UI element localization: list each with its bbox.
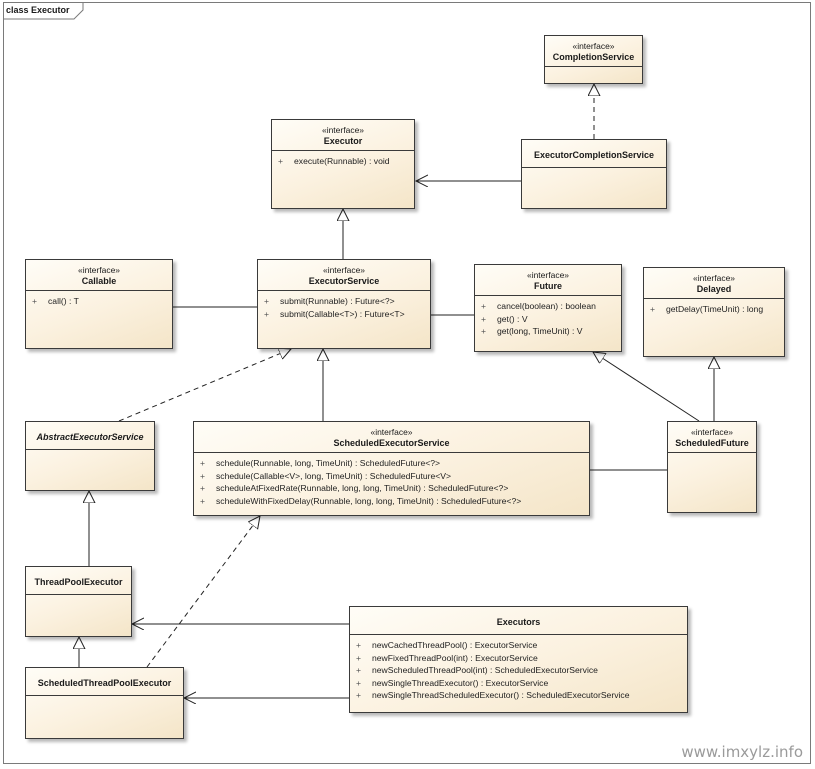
class-executor-service[interactable]: «interface» ExecutorService +submit(Runn… xyxy=(257,259,431,349)
operation: +get(long, TimeUnit) : V xyxy=(481,326,583,336)
stereotype-label: «interface» xyxy=(321,125,365,135)
class-completion-service[interactable]: «interface» CompletionService xyxy=(544,35,643,84)
stereotype-label: «interface» xyxy=(370,427,413,437)
stereotype-label: «interface» xyxy=(690,427,734,437)
operation: +submit(Callable<T>) : Future<T> xyxy=(264,308,405,319)
stereotype-label: «interface» xyxy=(526,270,570,280)
operation: +newSingleThreadExecutor() : ExecutorSer… xyxy=(356,677,549,688)
operation: +call() : T xyxy=(32,296,79,306)
class-scheduled-future[interactable]: «interface» ScheduledFuture xyxy=(667,421,757,513)
operation: +newFixedThreadPool(int) : ExecutorServi… xyxy=(356,652,538,663)
class-name: ThreadPoolExecutor xyxy=(34,577,123,587)
class-executor-completion-service[interactable]: ExecutorCompletionService xyxy=(521,139,667,209)
class-name: ExecutorCompletionService xyxy=(533,150,655,160)
class-delayed[interactable]: «interface» Delayed +getDelay(TimeUnit) … xyxy=(643,267,785,357)
operation: +schedule(Callable<V>, long, TimeUnit) :… xyxy=(200,470,452,481)
class-name: ScheduledFuture xyxy=(675,438,749,448)
class-executor[interactable]: «interface» Executor +execute(Runnable) … xyxy=(271,119,415,209)
operation: +get() : V xyxy=(481,313,528,324)
class-future[interactable]: «interface» Future +cancel(boolean) : bo… xyxy=(474,264,622,352)
operation: +getDelay(TimeUnit) : long xyxy=(650,304,764,314)
stereotype-label: «interface» xyxy=(572,41,615,51)
class-name: ScheduledThreadPoolExecutor xyxy=(37,678,172,688)
scheduledfuture-to-future xyxy=(593,352,700,422)
operation: +newSingleThreadScheduledExecutor() : Sc… xyxy=(356,690,630,700)
class-name: Callable xyxy=(81,276,117,286)
class-name: AbstractExecutorService xyxy=(36,432,144,442)
stereotype-label: «interface» xyxy=(77,265,121,275)
operation: +newScheduledThreadPool(int) : Scheduled… xyxy=(356,665,598,675)
frame-title: class Executor xyxy=(6,5,70,15)
stereotype-label: «interface» xyxy=(692,273,736,283)
stereotype-label: «interface» xyxy=(322,265,366,275)
operation: +schedule(Runnable, long, TimeUnit) : Sc… xyxy=(200,458,441,468)
operation: +submit(Runnable) : Future<?> xyxy=(264,296,395,306)
operation: +cancel(boolean) : boolean xyxy=(481,301,596,311)
class-name: ScheduledExecutorService xyxy=(333,438,450,448)
watermark-text: www.imxylz.info xyxy=(681,743,803,761)
operation: +scheduleAtFixedRate(Runnable, long, lon… xyxy=(200,483,509,493)
class-executors[interactable]: Executors +newCachedThreadPool() : Execu… xyxy=(349,606,688,713)
class-name: CompletionService xyxy=(552,52,635,62)
class-abstract-executor-service[interactable]: AbstractExecutorService xyxy=(25,421,155,491)
operation: +newCachedThreadPool() : ExecutorService xyxy=(356,640,538,650)
class-callable[interactable]: «interface» Callable +call() : T xyxy=(25,259,173,349)
class-name: ExecutorService xyxy=(308,276,380,286)
operation: +execute(Runnable) : void xyxy=(278,156,390,166)
class-thread-pool-executor[interactable]: ThreadPoolExecutor xyxy=(25,566,132,637)
stpe-to-ses xyxy=(146,516,260,668)
operation: +scheduleWithFixedDelay(Runnable, long, … xyxy=(200,495,522,506)
class-scheduled-thread-pool-executor[interactable]: ScheduledThreadPoolExecutor xyxy=(25,667,184,739)
class-name: Future xyxy=(534,281,562,291)
class-scheduled-executor-service[interactable]: «interface» ScheduledExecutorService +sc… xyxy=(193,421,590,516)
class-name: Executors xyxy=(496,617,541,627)
class-name: Delayed xyxy=(696,284,732,294)
class-name: Executor xyxy=(323,136,363,146)
diagram-frame xyxy=(3,2,811,764)
abstract-to-executorservice xyxy=(118,349,291,422)
